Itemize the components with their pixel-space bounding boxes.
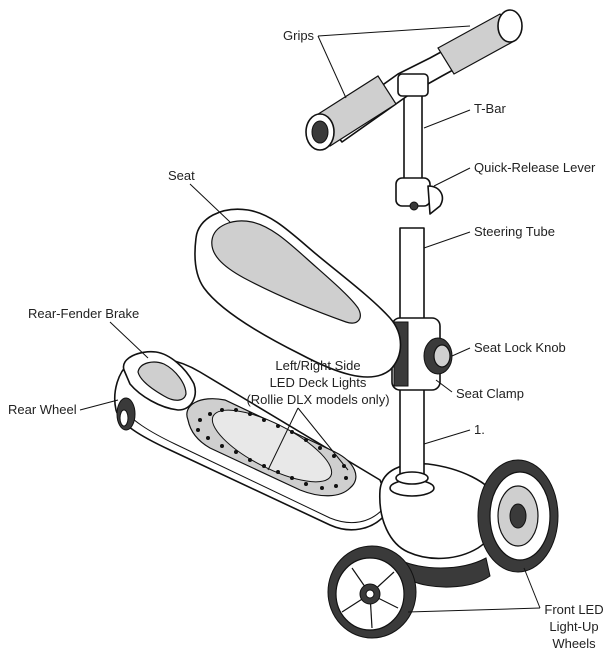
label-front-wheels-line2: Light-Up — [549, 619, 598, 634]
seat-lock-knob — [423, 337, 453, 375]
label-led-deck-lights-line2: LED Deck Lights — [270, 375, 367, 390]
leader-lines — [79, 25, 541, 613]
t-bar-tube — [403, 91, 423, 193]
label-quick-release-lever: Quick-Release Lever — [474, 160, 596, 175]
front-wheel-left — [327, 545, 417, 639]
label-led-deck-lights-line1: Left/Right Side — [275, 358, 360, 373]
left-grip — [305, 75, 397, 151]
label-seat-clamp: Seat Clamp — [456, 386, 524, 401]
right-grip — [437, 9, 523, 75]
label-seat-lock-knob: Seat Lock Knob — [474, 340, 566, 355]
label-front-wheels-line1: Front LED — [544, 602, 603, 617]
handlebar — [305, 9, 523, 151]
label-steering-tube: Steering Tube — [474, 224, 555, 239]
rear-wheel — [116, 397, 136, 431]
quick-release-lever — [395, 177, 444, 215]
label-grips: Grips — [283, 28, 315, 43]
scooter-illustration — [114, 9, 559, 639]
labels: Grips T-Bar Quick-Release Lever Seat Ste… — [8, 28, 604, 651]
rear-fender-brake — [122, 350, 196, 411]
label-front-wheels-line3: Wheels — [552, 636, 596, 651]
label-t-bar: T-Bar — [474, 101, 506, 116]
deck-dots — [196, 408, 348, 490]
led-deck-light-outline — [211, 409, 333, 483]
seat — [194, 208, 402, 378]
label-part-number: 1. — [474, 422, 485, 437]
label-led-deck-lights-line3: (Rollie DLX models only) — [246, 392, 389, 407]
front-wheel-right — [477, 459, 559, 573]
label-seat: Seat — [168, 168, 195, 183]
label-rear-wheel: Rear Wheel — [8, 402, 77, 417]
label-rear-fender-brake: Rear-Fender Brake — [28, 306, 139, 321]
